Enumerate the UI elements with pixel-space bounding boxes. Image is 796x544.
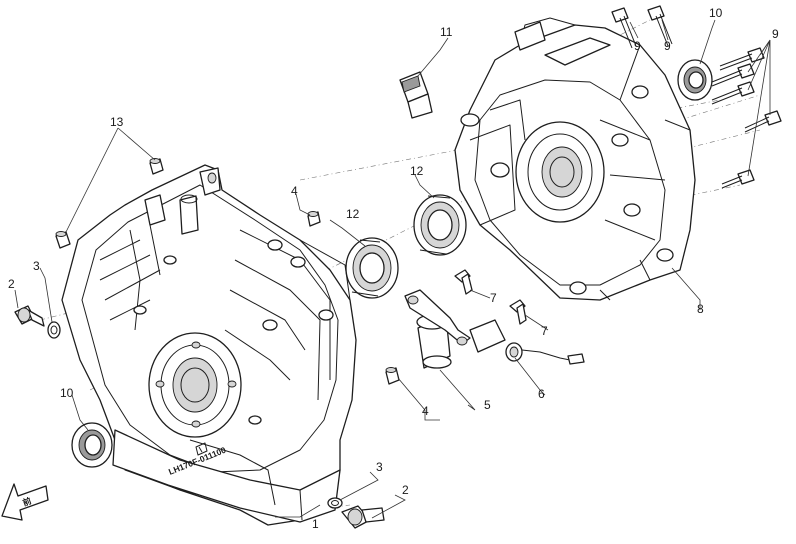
callout-9-a: 9 xyxy=(634,39,641,53)
callout-4-bottom: 4 xyxy=(422,404,429,418)
bearing-part-12-left xyxy=(345,237,399,299)
cover-bolt-part-9-g xyxy=(721,169,755,189)
callout-2-left: 2 xyxy=(8,277,15,291)
callout-2-bottom: 2 xyxy=(402,483,409,497)
callout-13: 13 xyxy=(110,115,124,129)
callout-10-left: 10 xyxy=(60,386,74,400)
oil-sensor-part-5 xyxy=(404,289,471,369)
crankcase-part-1: LH170F-011100 xyxy=(61,164,357,526)
cover-bolt-part-9-a xyxy=(611,7,637,49)
callout-9-b: 9 xyxy=(664,39,671,53)
cover-bolt-part-9-c xyxy=(719,47,765,71)
front-marker-text: 前 xyxy=(21,495,33,507)
washer-part-3-left xyxy=(47,321,61,339)
front-direction-arrow-icon: 前 xyxy=(1,483,49,521)
bolt-part-7-upper xyxy=(454,269,473,295)
callout-12-left: 12 xyxy=(346,207,360,221)
manufacturer-logo-icon xyxy=(195,442,208,456)
callout-7-upper: 7 xyxy=(490,291,497,305)
callout-7-lower: 7 xyxy=(541,324,548,338)
callout-3-bottom: 3 xyxy=(376,460,383,474)
crankcase-cover-part-8 xyxy=(454,17,696,301)
callout-labels: 1 2 2 3 3 4 4 5 6 7 7 8 9 9 9 10 10 11 1… xyxy=(8,6,779,531)
drain-bolt-part-2-left xyxy=(14,305,45,327)
callout-10-right: 10 xyxy=(709,6,723,20)
callout-11: 11 xyxy=(440,25,453,39)
callout-8: 8 xyxy=(697,302,704,316)
washer-part-3-bottom xyxy=(327,497,343,509)
pin-part-4-bottom xyxy=(385,367,400,385)
cover-bolt-part-9-e xyxy=(711,81,755,105)
callout-3-left: 3 xyxy=(33,259,40,273)
callout-12-right: 12 xyxy=(410,164,424,178)
pin-part-4-top xyxy=(307,211,321,227)
cover-bolt-part-9-d xyxy=(711,63,755,87)
grommet-wire-part-6 xyxy=(469,319,585,365)
cover-bolt-part-9-b xyxy=(647,5,673,47)
callout-1: 1 xyxy=(312,517,319,531)
callout-6: 6 xyxy=(538,387,545,401)
oil-seal-part-10-right xyxy=(677,59,713,101)
cover-bolt-part-9-f xyxy=(744,110,782,133)
callout-9-c: 9 xyxy=(772,27,779,41)
plug-part-11 xyxy=(399,71,433,119)
bearing-part-12-right xyxy=(413,194,467,256)
callout-4-top: 4 xyxy=(291,184,298,198)
dowel-pin-part-13-a xyxy=(149,158,164,175)
bolt-part-7-lower xyxy=(509,299,527,325)
leader-lines xyxy=(14,19,771,519)
dowel-pin-part-13-b xyxy=(55,231,71,249)
callout-5: 5 xyxy=(484,398,491,412)
drain-bolt-part-2-bottom xyxy=(341,505,385,529)
oil-seal-part-10-left xyxy=(71,422,113,468)
